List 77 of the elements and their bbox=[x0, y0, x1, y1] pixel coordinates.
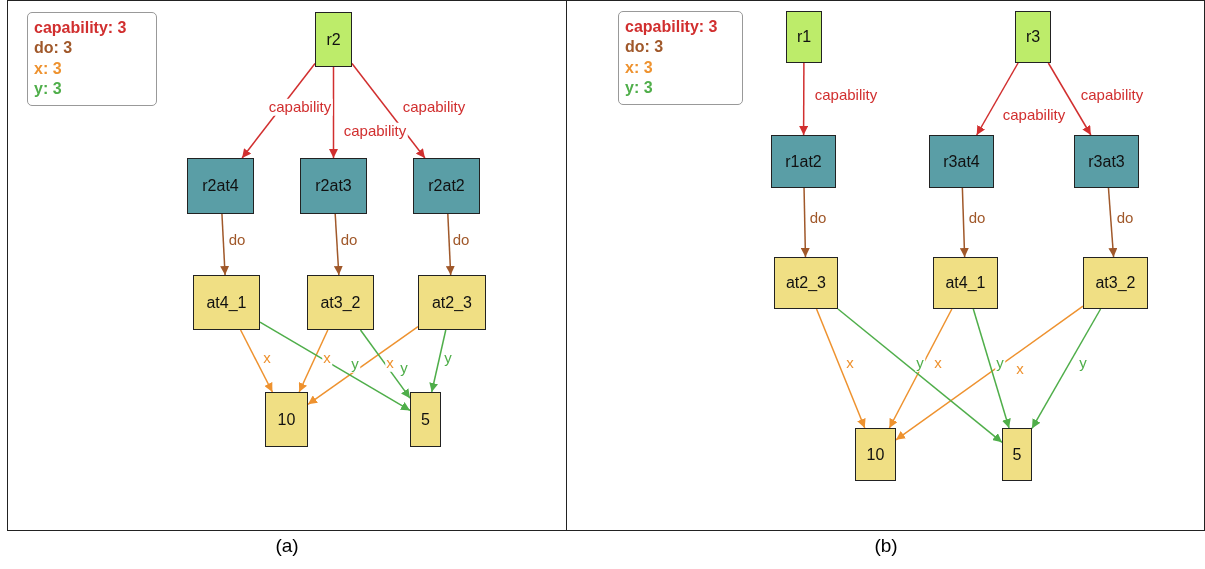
node-label: at3_2 bbox=[1095, 274, 1136, 292]
legend-entry: x: 3 bbox=[34, 59, 63, 79]
arrow bbox=[329, 66, 338, 159]
node-box bbox=[187, 158, 254, 214]
node-label: r2at3 bbox=[315, 177, 352, 195]
edge-label: capability bbox=[1079, 86, 1145, 104]
arrow bbox=[220, 213, 230, 276]
node-box bbox=[315, 12, 352, 67]
arrow bbox=[1107, 187, 1118, 258]
node-label: at4_1 bbox=[945, 274, 986, 292]
node-box bbox=[771, 135, 836, 188]
edge-label: capability bbox=[342, 122, 408, 140]
node-label: 5 bbox=[421, 410, 430, 429]
node-box bbox=[1083, 257, 1148, 309]
arrow bbox=[298, 329, 329, 393]
node-box bbox=[193, 275, 260, 330]
node-box bbox=[786, 11, 822, 63]
node-label: at3_2 bbox=[320, 293, 361, 312]
panel-caption: (b) bbox=[874, 535, 898, 557]
node-label: 10 bbox=[866, 445, 885, 464]
arrow bbox=[359, 329, 411, 399]
arrow bbox=[837, 308, 1003, 444]
legend-entry: do: 3 bbox=[34, 39, 74, 58]
edge-label: capability bbox=[1001, 106, 1067, 124]
arrow bbox=[1031, 308, 1102, 430]
arrow bbox=[972, 308, 1011, 429]
node-label: r1at2 bbox=[785, 152, 822, 171]
legend-entry: capability: 3 bbox=[625, 18, 719, 37]
node-box bbox=[929, 135, 994, 188]
edge-label: capability bbox=[401, 98, 467, 116]
node-label: at2_3 bbox=[431, 293, 472, 312]
panel-caption: (a) bbox=[275, 535, 299, 557]
node-label: r3at4 bbox=[943, 152, 980, 171]
arrow bbox=[959, 187, 969, 258]
node-label: at2_3 bbox=[785, 274, 826, 292]
legend-entry: do: 3 bbox=[625, 38, 665, 57]
node-label: r3at3 bbox=[1088, 152, 1125, 171]
node-box bbox=[774, 257, 838, 309]
node-label: r2at2 bbox=[428, 177, 465, 195]
node-label: r3 bbox=[1025, 28, 1041, 46]
node-box bbox=[933, 257, 998, 309]
arrow bbox=[888, 308, 953, 429]
edge-label: capability bbox=[267, 98, 333, 116]
node-box bbox=[410, 392, 441, 447]
arrow bbox=[429, 329, 447, 393]
arrow bbox=[307, 325, 419, 406]
node-label: 10 bbox=[277, 410, 296, 429]
arrow bbox=[975, 62, 1019, 136]
node-box bbox=[413, 158, 480, 214]
edge-label: capability bbox=[813, 86, 879, 104]
legend-entry: x: 3 bbox=[625, 58, 654, 78]
legend-entry: y: 3 bbox=[34, 80, 63, 99]
arrow bbox=[445, 213, 455, 276]
arrow bbox=[333, 213, 343, 276]
arrow bbox=[351, 62, 426, 159]
node-label: 5 bbox=[1012, 445, 1022, 464]
arrow bbox=[800, 187, 810, 258]
node-box bbox=[855, 428, 896, 481]
node-box bbox=[307, 275, 374, 330]
node-label: r2at4 bbox=[202, 177, 239, 195]
node-box bbox=[265, 392, 308, 447]
node-label: r2 bbox=[326, 30, 341, 49]
arrow bbox=[1047, 62, 1092, 136]
arrow bbox=[239, 329, 274, 393]
node-label: at4_1 bbox=[206, 293, 247, 312]
node-box bbox=[1015, 11, 1051, 63]
node-box bbox=[300, 158, 367, 214]
arrow bbox=[799, 62, 809, 136]
legend-entry: y: 3 bbox=[625, 79, 654, 98]
node-box bbox=[1074, 135, 1139, 188]
node-label: r1 bbox=[796, 28, 812, 46]
legend-entry: capability: 3 bbox=[34, 19, 128, 38]
node-box bbox=[1002, 428, 1032, 481]
arrow bbox=[259, 321, 411, 412]
arrow bbox=[815, 308, 866, 429]
node-box bbox=[418, 275, 486, 330]
arrow bbox=[895, 305, 1084, 441]
